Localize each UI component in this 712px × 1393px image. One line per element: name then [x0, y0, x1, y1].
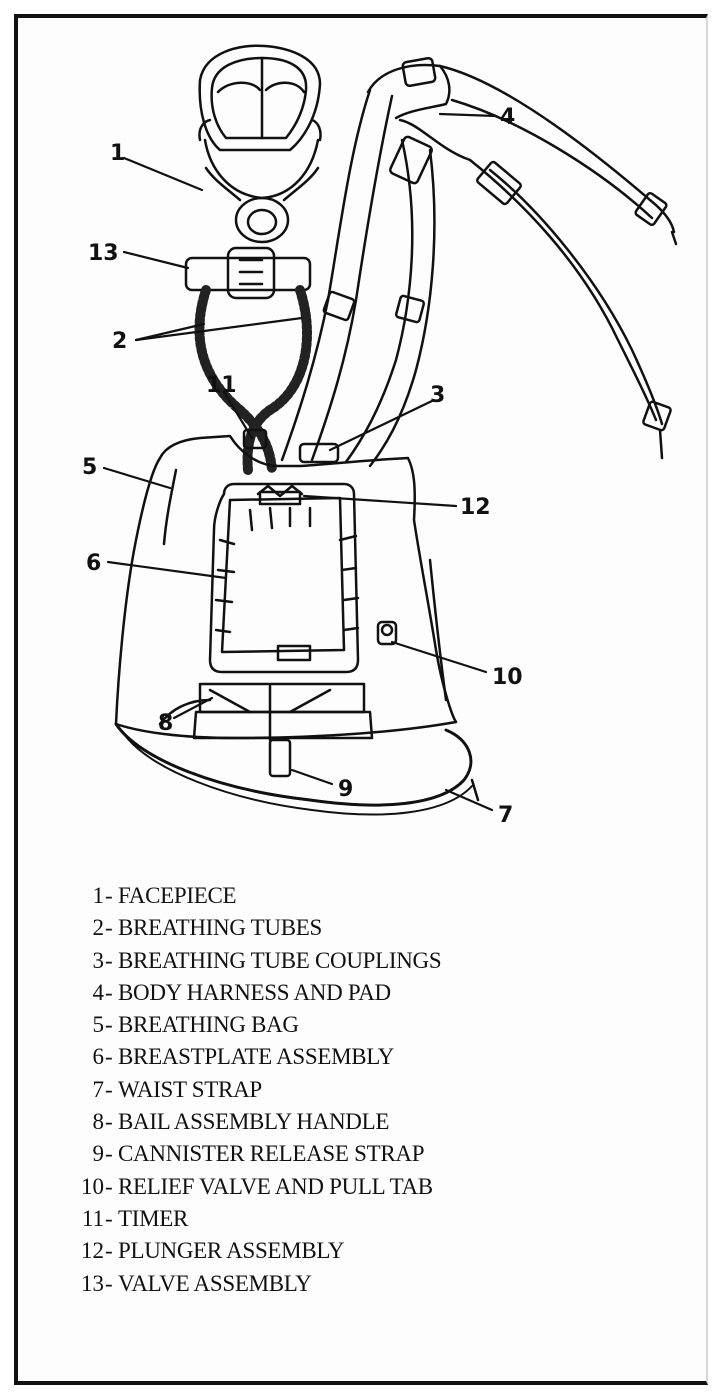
legend-item: 2-BREATHING TUBES	[0, 912, 712, 944]
legend-separator: -	[105, 1141, 113, 1167]
legend-item: 7-WAIST STRAP	[0, 1074, 712, 1106]
legend-item: 9-CANNISTER RELEASE STRAP	[0, 1138, 712, 1170]
callout-9: 9	[338, 777, 353, 802]
leader-11	[222, 390, 254, 440]
legend-label: BAIL ASSEMBLY HANDLE	[118, 1109, 390, 1135]
leader-1	[122, 156, 204, 192]
legend-number: 6	[92, 1044, 105, 1070]
callout-10: 10	[492, 665, 523, 690]
callout-8: 8	[158, 711, 173, 736]
legend-number: 2	[92, 915, 105, 941]
legend-label: WAIST STRAP	[118, 1076, 262, 1102]
legend-separator: -	[105, 915, 113, 941]
breathing-tubes	[194, 285, 312, 475]
callout-4: 4	[500, 105, 515, 130]
legend-item: 10-RELIEF VALVE AND PULL TAB	[0, 1171, 712, 1203]
legend-number: 1	[92, 883, 105, 908]
legend-item: 3-BREATHING TUBE COUPLINGS	[0, 945, 712, 977]
leader-8	[172, 696, 214, 720]
legend-item: 5-BREATHING BAG	[0, 1009, 712, 1041]
legend-item: 8-BAIL ASSEMBLY HANDLE	[0, 1106, 712, 1138]
legend-label: PLUNGER ASSEMBLY	[118, 1238, 345, 1264]
legend-separator: -	[105, 1173, 113, 1199]
callout-12: 12	[460, 495, 491, 520]
legend-separator: -	[105, 979, 113, 1005]
legend-number: 9	[92, 1141, 105, 1167]
legend-label: CANNISTER RELEASE STRAP	[118, 1141, 425, 1167]
timer	[242, 428, 268, 450]
leader-2a	[134, 322, 206, 342]
legend-number: 4	[92, 979, 105, 1005]
leader-5	[102, 466, 172, 490]
plunger-assembly	[256, 484, 304, 498]
legend-label: TIMER	[118, 1205, 189, 1231]
callout-3: 3	[430, 383, 445, 408]
callout-13: 13	[88, 241, 119, 266]
breathing-tube-couplings	[298, 442, 340, 464]
leader-4	[438, 112, 498, 118]
legend-separator: -	[105, 1270, 113, 1296]
legend-label: VALVE ASSEMBLY	[118, 1270, 312, 1296]
relief-valve	[376, 620, 398, 646]
legend-label: BREASTPLATE ASSEMBLY	[118, 1044, 395, 1070]
cannister-release-strap	[268, 738, 292, 778]
legend-label: BODY HARNESS AND PAD	[118, 979, 391, 1005]
legend-item: 6-BREASTPLATE ASSEMBLY	[0, 1041, 712, 1073]
legend-label: FACEPIECE	[118, 883, 237, 908]
body-harness	[280, 56, 678, 468]
legend-number: 7	[92, 1076, 105, 1102]
legend-separator: -	[105, 1012, 113, 1038]
leader-2b	[134, 316, 304, 342]
legend-separator: -	[105, 947, 113, 973]
callout-5: 5	[82, 455, 97, 480]
leader-6	[106, 560, 228, 580]
legend-separator: -	[105, 1205, 113, 1231]
callout-1: 1	[110, 141, 125, 166]
figure-frame	[14, 14, 708, 1385]
legend-separator: -	[105, 1076, 113, 1102]
facepiece	[198, 44, 322, 244]
leader-7	[444, 788, 494, 812]
callout-2: 2	[112, 329, 127, 354]
legend-number: 5	[92, 1012, 105, 1038]
breathing-bag	[114, 434, 458, 740]
legend-number: 13	[81, 1270, 104, 1296]
legend-item: 1-FACEPIECE	[0, 880, 712, 912]
callout-11: 11	[206, 373, 237, 398]
legend-label: RELIEF VALVE AND PULL TAB	[118, 1173, 433, 1199]
legend-separator: -	[105, 883, 113, 908]
legend-separator: -	[105, 1109, 113, 1135]
legend-label: BREATHING TUBE COUPLINGS	[118, 947, 442, 973]
legend-number: 12	[81, 1238, 104, 1264]
breathing-apparatus-diagram: 1 13 2 11 3 4 5 12 6 10 8 9 7	[82, 44, 678, 828]
leader-13	[122, 250, 190, 270]
leader-10	[390, 640, 488, 674]
legend-number: 11	[81, 1205, 104, 1231]
legend-item: 12-PLUNGER ASSEMBLY	[0, 1235, 712, 1267]
callout-7: 7	[498, 803, 513, 828]
waist-strap	[114, 722, 480, 816]
legend-number: 8	[92, 1109, 105, 1135]
valve-assembly	[184, 246, 312, 300]
leader-12	[302, 494, 458, 508]
legend-number: 10	[81, 1173, 104, 1199]
legend-item: 13-VALVE ASSEMBLY	[0, 1268, 712, 1300]
legend-item: 11-TIMER	[0, 1203, 712, 1235]
breastplate-assembly	[208, 482, 360, 674]
legend-item: 4-BODY HARNESS AND PAD	[0, 977, 712, 1009]
callout-6: 6	[86, 551, 101, 576]
legend-label: BREATHING BAG	[118, 1012, 299, 1038]
legend-label: BREATHING TUBES	[118, 915, 323, 941]
legend-separator: -	[105, 1238, 113, 1264]
bail-assembly-handle	[158, 682, 374, 742]
legend-separator: -	[105, 1044, 113, 1070]
leader-9	[290, 768, 334, 786]
legend-number: 3	[92, 947, 105, 973]
leader-3	[328, 398, 436, 452]
